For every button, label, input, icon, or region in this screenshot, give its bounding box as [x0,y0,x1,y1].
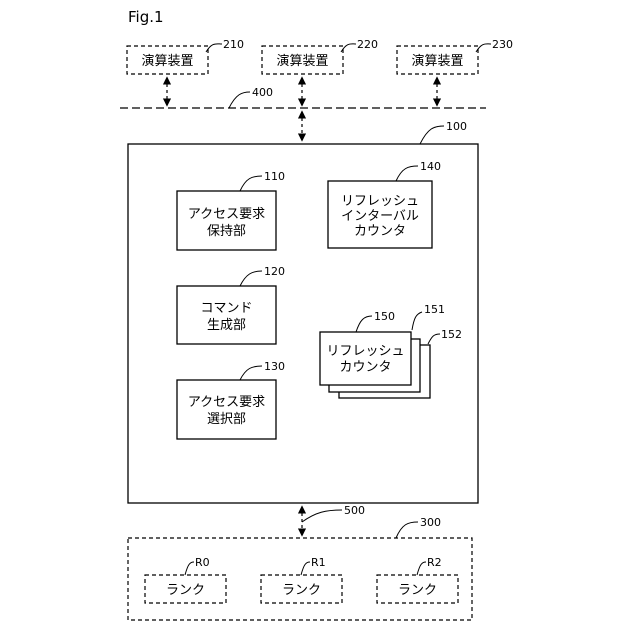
refresh-counter-line-2: カウンタ [339,360,391,375]
refresh-interval-line-1: リフレッシュ [341,194,419,209]
rank-r1-ref: R1 [311,556,326,569]
figure-title: Fig.1 [128,8,164,26]
access-hold-line-1: アクセス要求 [188,207,265,222]
command-gen-ref: 120 [264,265,285,278]
command-gen-line-2: 生成部 [207,318,246,333]
controller-ref: 100 [446,120,467,133]
refresh-counter-ref-151: 151 [424,303,445,316]
refresh-interval-line-2: インターバル [341,209,419,224]
rank-r1-label: ランク [282,583,321,598]
processor-230: 演算装置 230 [397,38,513,74]
memory-link-ref: 500 [344,504,365,517]
processor-210-ref: 210 [223,38,244,51]
refresh-counter-ref: 150 [374,310,395,323]
memory-module: 300 [128,516,472,620]
bus-ref: 400 [252,86,273,99]
processor-230-label: 演算装置 [411,53,463,69]
rank-r2-label: ランク [398,583,437,598]
refresh-counter-line-1: リフレッシュ [326,344,404,359]
processor-220-label: 演算装置 [276,53,328,69]
access-select-ref: 130 [264,360,285,373]
bus-400: 400 [120,86,486,108]
access-select-line-1: アクセス要求 [188,395,265,410]
access-hold-ref: 110 [264,170,285,183]
refresh-interval-ref: 140 [420,160,441,173]
refresh-interval-line-3: カウンタ [354,224,406,239]
processor-220: 演算装置 220 [262,38,378,74]
processor-210-label: 演算装置 [141,53,193,69]
memory-ref: 300 [420,516,441,529]
rank-r0-ref: R0 [195,556,210,569]
refresh-counter-ref-152: 152 [441,328,462,341]
rank-r2-ref: R2 [427,556,442,569]
access-select-line-2: 選択部 [207,412,246,427]
processor-220-ref: 220 [357,38,378,51]
processor-230-ref: 230 [492,38,513,51]
command-gen-line-1: コマンド [200,301,252,316]
access-hold-line-2: 保持部 [207,224,246,239]
processor-210: 演算装置 210 [127,38,244,74]
rank-r0-label: ランク [166,583,205,598]
